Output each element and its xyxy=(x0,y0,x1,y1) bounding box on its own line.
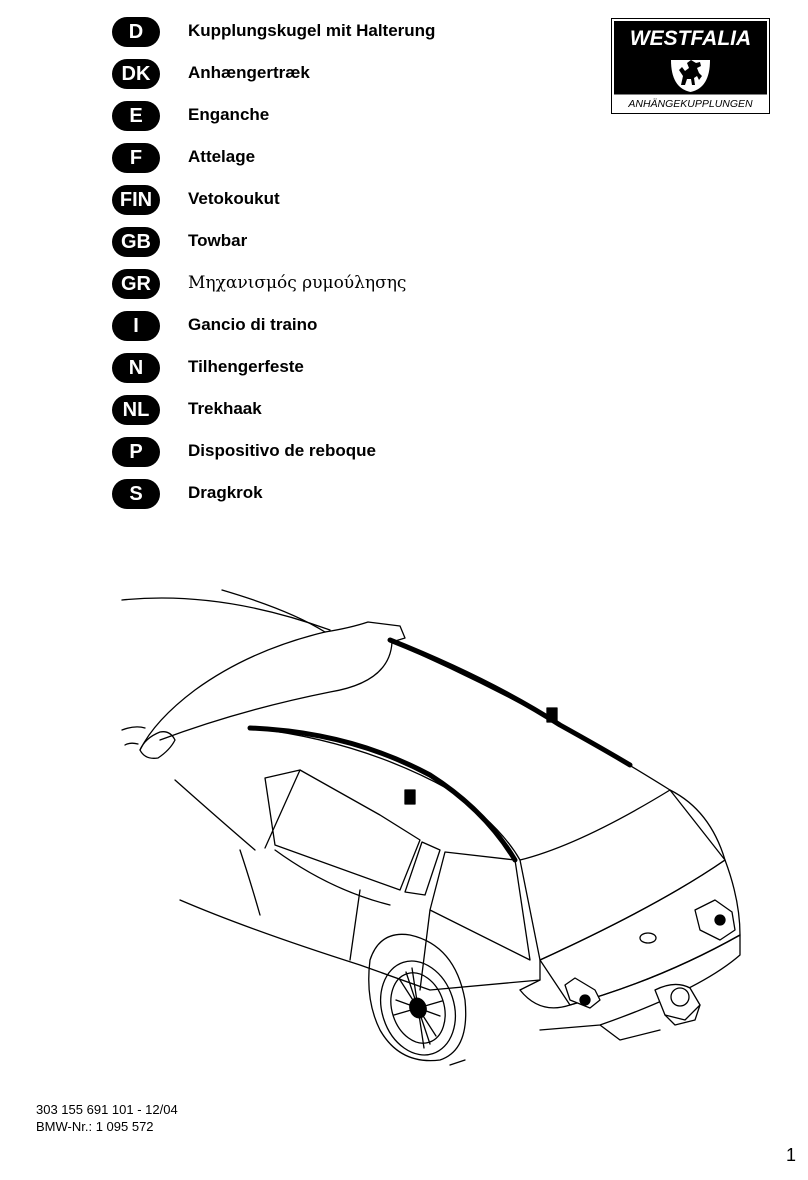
language-row-i: I Gancio di traino xyxy=(112,308,512,344)
rearing-horse-icon xyxy=(671,60,710,92)
language-code-badge: NL xyxy=(112,395,160,425)
language-code-badge: S xyxy=(112,479,160,509)
language-title: Towbar xyxy=(188,231,248,250)
language-title: Kupplungskugel mit Halterung xyxy=(188,21,436,40)
language-row-gr: GR Μηχανισμός ρυμούλησης xyxy=(112,266,512,302)
language-row-f: F Attelage xyxy=(112,140,512,176)
language-code-badge: GR xyxy=(112,269,160,299)
logo-tagline: ANHÄNGEKUPPLUNGEN xyxy=(627,98,753,110)
language-title: Anhængertræk xyxy=(188,63,310,82)
language-row-gb: GB Towbar xyxy=(112,224,512,260)
page-number: 1 xyxy=(785,1145,796,1165)
car-towbar-illustration xyxy=(121,589,741,1066)
document-footer: 303 155 691 101 - 12/04 BMW-Nr.: 1 095 5… xyxy=(36,1101,178,1135)
bmw-number: BMW-Nr.: 1 095 572 xyxy=(36,1119,154,1134)
language-row-dk: DK Anhængertræk xyxy=(112,56,512,92)
language-title: Μηχανισμός ρυμούλησης xyxy=(188,273,407,293)
language-row-e: E Enganche xyxy=(112,98,512,134)
language-title: Enganche xyxy=(188,105,270,124)
language-title: Dragkrok xyxy=(188,483,263,502)
language-code-badge: FIN xyxy=(112,185,160,215)
logo-brand-text: WESTFALIA xyxy=(630,27,751,50)
language-row-nl: NL Trekhaak xyxy=(112,392,512,428)
language-title: Trekhaak xyxy=(188,399,262,418)
language-code-badge: F xyxy=(112,143,160,173)
language-code-badge: DK xyxy=(112,59,160,89)
language-title: Vetokoukut xyxy=(188,189,280,208)
language-code-badge: E xyxy=(112,101,160,131)
language-code-badge: I xyxy=(112,311,160,341)
westfalia-logo: WESTFALIA ANHÄNGEKUPPLUNGEN xyxy=(611,18,770,114)
part-number: 303 155 691 101 - 12/04 xyxy=(36,1102,178,1117)
language-code-badge: P xyxy=(112,437,160,467)
language-row-d: D Kupplungskugel mit Halterung xyxy=(112,14,512,50)
language-code-badge: GB xyxy=(112,227,160,257)
language-row-fin: FIN Vetokoukut xyxy=(112,182,512,218)
language-code-badge: N xyxy=(112,353,160,383)
language-code-badge: D xyxy=(112,17,160,47)
language-title: Gancio di traino xyxy=(188,315,318,334)
language-title: Attelage xyxy=(188,147,256,166)
language-row-p: P Dispositivo de reboque xyxy=(112,434,512,470)
language-title: Tilhengerfeste xyxy=(188,357,304,376)
language-title: Dispositivo de reboque xyxy=(188,441,376,460)
language-row-n: N Tilhengerfeste xyxy=(112,350,512,386)
language-row-s: S Dragkrok xyxy=(112,476,512,512)
